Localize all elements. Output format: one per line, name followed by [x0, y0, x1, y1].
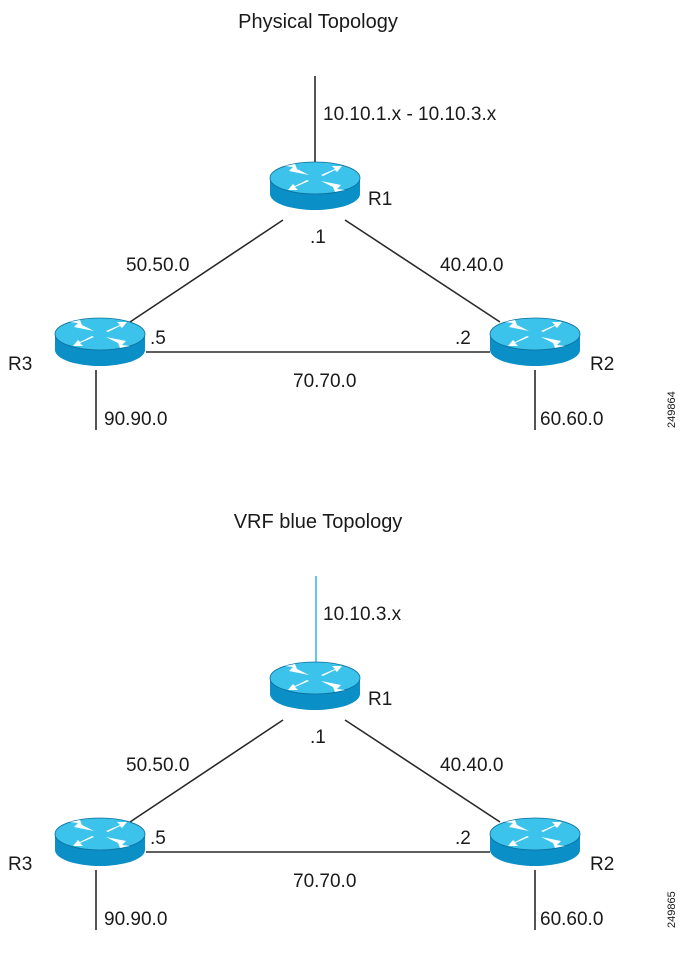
link-r1-r2-label: 40.40.0 [440, 755, 503, 776]
router-icon[interactable] [269, 661, 361, 711]
router-icon[interactable] [489, 817, 581, 867]
r2-downlink-label: 60.60.0 [540, 409, 603, 430]
vrf-title: VRF blue Topology [234, 511, 403, 533]
link-r3-r2-label: 70.70.0 [293, 871, 356, 892]
link-r1-r3-line [129, 719, 284, 823]
physical-title: Physical Topology [238, 11, 398, 33]
r1-uplink-label: 10.10.1.x - 10.10.3.x [323, 104, 497, 125]
r2-name: R2 [590, 854, 614, 875]
r2-host-label: .2 [455, 328, 471, 349]
link-r1-r2-label: 40.40.0 [440, 255, 503, 276]
router-icon[interactable] [54, 317, 146, 367]
r1-host-label: .1 [310, 227, 326, 248]
r3-host-label: .5 [150, 328, 166, 349]
r3-downlink-label: 90.90.0 [104, 409, 167, 430]
link-r1-r2-line [344, 219, 501, 323]
link-r1-r3-line [129, 219, 284, 323]
vrf-topology: VRF blue Topology 10.10.3.x R1 .1 50.50.… [8, 511, 678, 930]
r1-name: R1 [368, 189, 392, 210]
link-r1-r3-label: 50.50.0 [126, 755, 189, 776]
r3-name: R3 [8, 854, 32, 875]
r3-downlink-label: 90.90.0 [104, 909, 167, 930]
r2-name: R2 [590, 354, 614, 375]
link-r1-r2-line [344, 719, 501, 823]
router-icon[interactable] [269, 161, 361, 211]
figure-id: 249864 [666, 391, 678, 428]
r3-host-label: .5 [150, 828, 166, 849]
r1-uplink-label: 10.10.3.x [323, 604, 402, 625]
link-r1-r3-label: 50.50.0 [126, 255, 189, 276]
r1-name: R1 [368, 689, 392, 710]
router-icon[interactable] [54, 817, 146, 867]
r2-downlink-label: 60.60.0 [540, 909, 603, 930]
r1-host-label: .1 [310, 727, 326, 748]
physical-topology: Physical Topology 10.10.1.x - 10.10.3.x … [8, 11, 678, 430]
figure-id: 249865 [666, 891, 678, 928]
router-icon[interactable] [489, 317, 581, 367]
link-r3-r2-label: 70.70.0 [293, 371, 356, 392]
r3-name: R3 [8, 354, 32, 375]
r2-host-label: .2 [455, 828, 471, 849]
